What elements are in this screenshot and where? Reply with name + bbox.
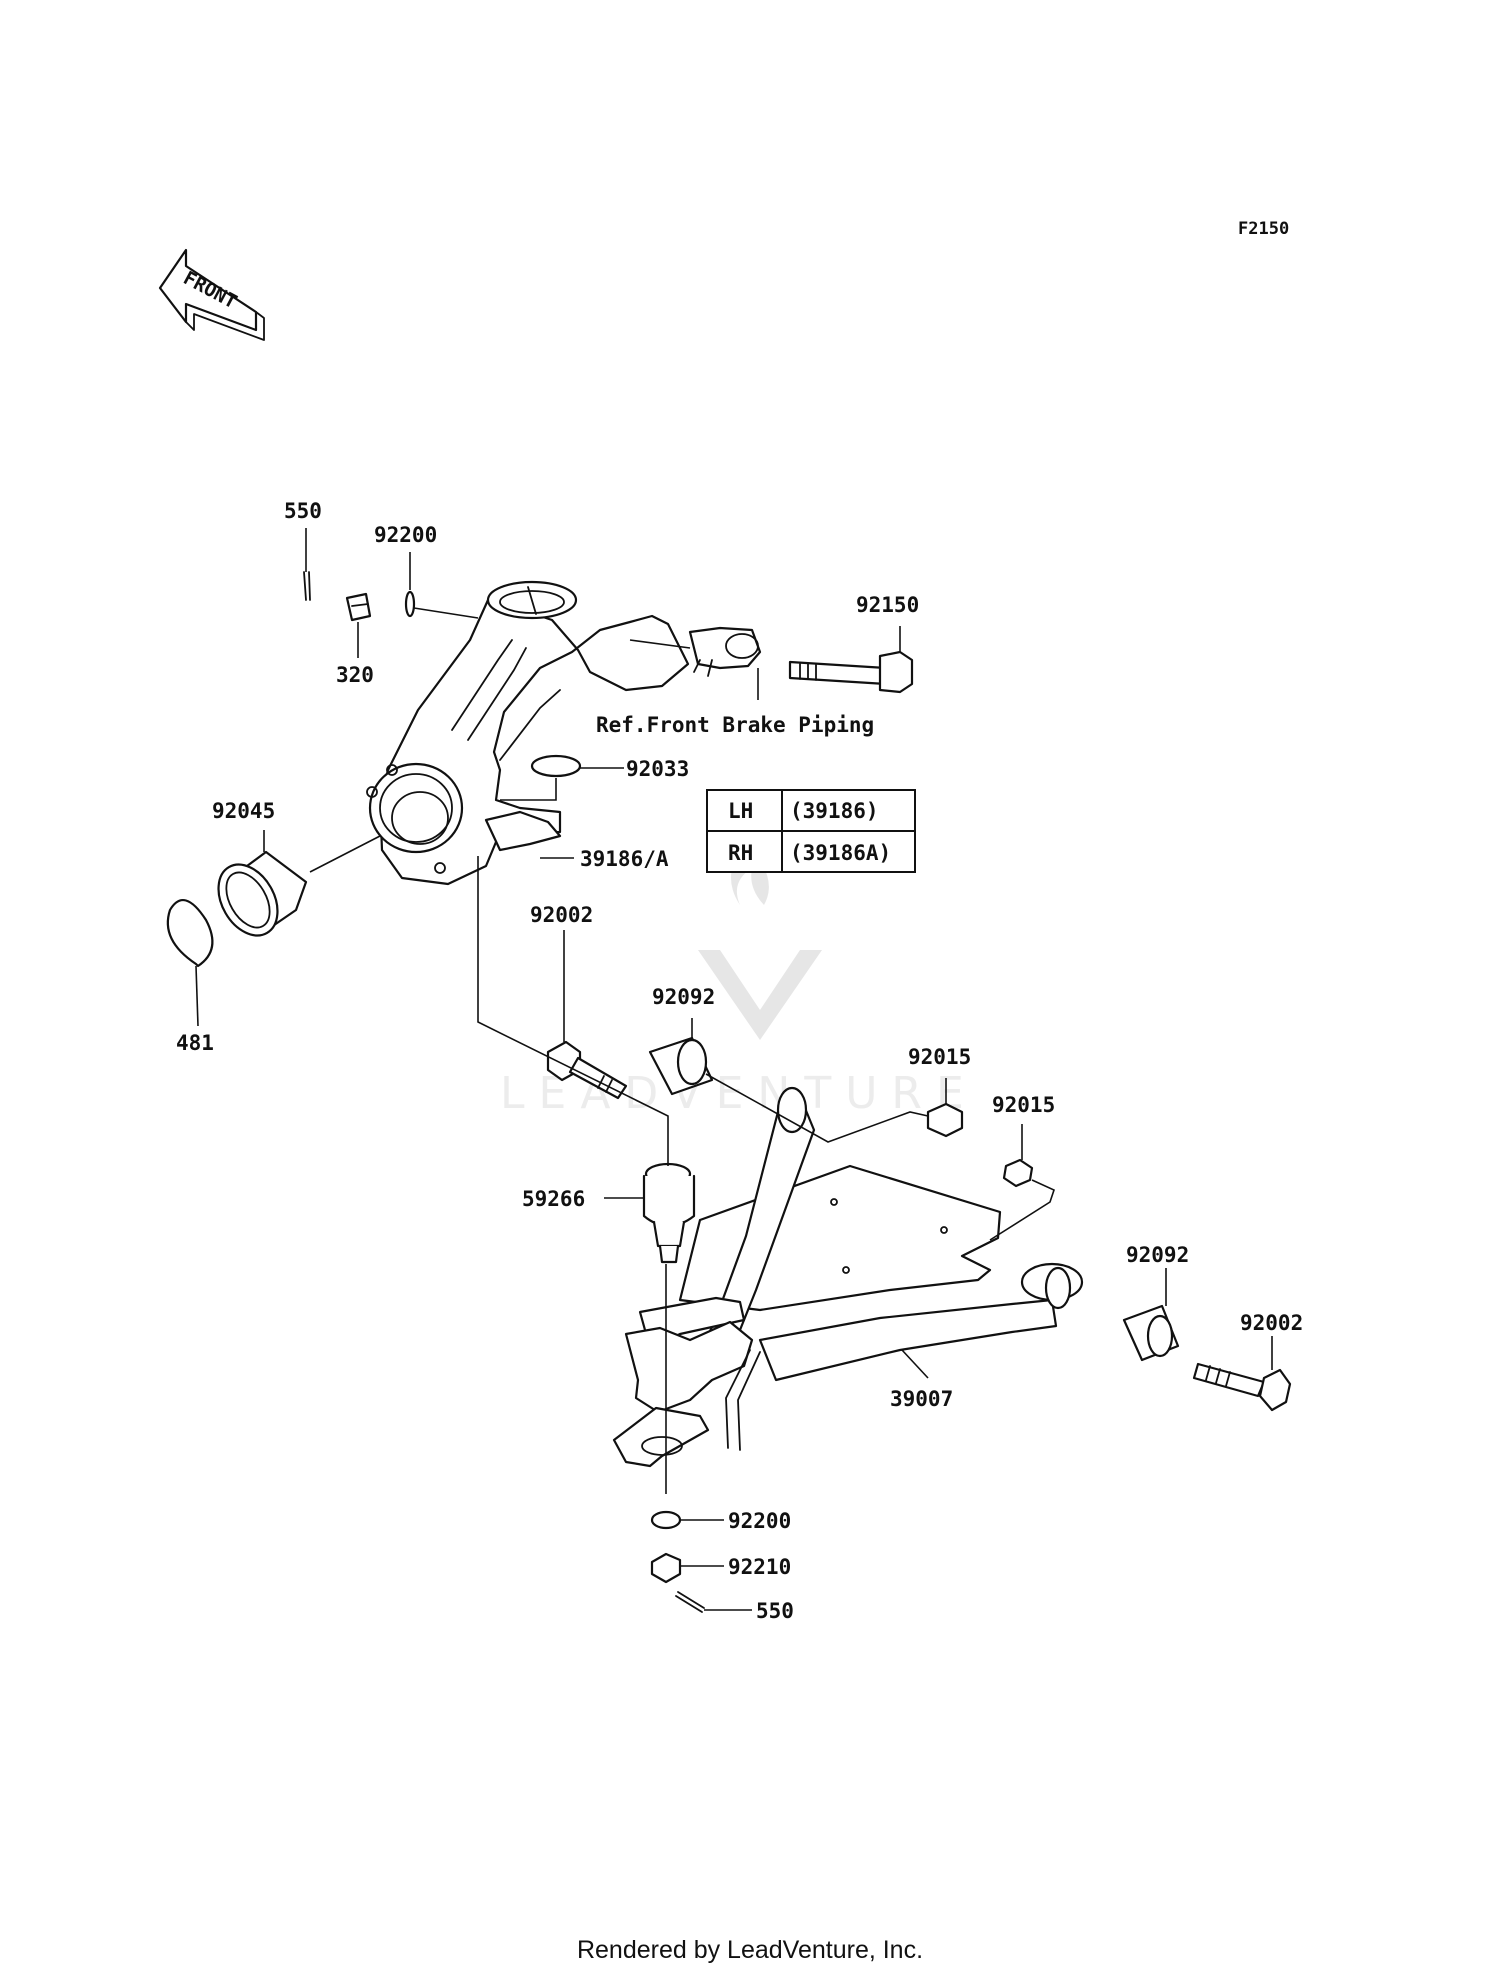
a-arm-39007 (612, 1086, 1084, 1468)
table-side-lh: LH (728, 799, 753, 823)
brake-hose-clamp (688, 626, 762, 677)
footer-credit: Rendered by LeadVenture, Inc. (576, 1936, 924, 1964)
callout-59266: 59266 (522, 1187, 585, 1211)
callout-92002-left: 92002 (530, 903, 593, 927)
callout-92033: 92033 (626, 757, 689, 781)
diagram-code: F2150 (1238, 219, 1289, 239)
side-table: LH (39186) RH (39186A) (706, 789, 916, 873)
bushing-92092-right (1122, 1304, 1180, 1362)
callout-550-bottom: 550 (756, 1599, 794, 1623)
callout-92092-right: 92092 (1126, 1243, 1189, 1267)
watermark-logo: LEADVENTURE (500, 850, 964, 1119)
callout-39186: 39186/A (580, 847, 669, 871)
nut-92015-a (926, 1102, 964, 1138)
table-part-rh: (39186A) (790, 841, 891, 865)
bearing-92045 (217, 850, 308, 937)
callout-92045: 92045 (212, 799, 275, 823)
ball-joint-59266 (642, 1162, 696, 1264)
callout-92200-top: 92200 (374, 523, 437, 547)
steering-knuckle (366, 580, 690, 886)
table-part-lh: (39186) (790, 799, 879, 823)
callout-92210: 92210 (728, 1555, 791, 1579)
washer-bottom (650, 1510, 682, 1530)
bushing-92092-left (648, 1036, 714, 1096)
bolt-92150 (788, 650, 914, 694)
callout-92002-right: 92002 (1240, 1311, 1303, 1335)
callout-39007: 39007 (890, 1387, 953, 1411)
washer-top (404, 590, 416, 618)
bolt-92002-right (1192, 1362, 1292, 1412)
nut-320 (345, 592, 372, 622)
nut-92210 (650, 1552, 682, 1584)
front-arrow-icon: FRONT (158, 248, 265, 341)
circlip-481 (166, 899, 214, 968)
nut-92015-b (1002, 1158, 1034, 1188)
callout-481: 481 (176, 1031, 214, 1055)
cotter-pin-bottom (675, 1591, 705, 1613)
callout-320: 320 (336, 663, 374, 687)
callout-92015-b: 92015 (992, 1093, 1055, 1117)
callout-550-top: 550 (284, 499, 322, 523)
leader-lines (195, 528, 1273, 1611)
cotter-pin-top (303, 571, 311, 601)
table-side-rh: RH (728, 841, 753, 865)
ref-note: Ref.Front Brake Piping (596, 713, 874, 737)
callout-92200-bottom: 92200 (728, 1509, 791, 1533)
circlip-92033 (530, 754, 582, 778)
callout-92015-a: 92015 (908, 1045, 971, 1069)
callout-92092-left: 92092 (652, 985, 715, 1009)
callout-92150: 92150 (856, 593, 919, 617)
